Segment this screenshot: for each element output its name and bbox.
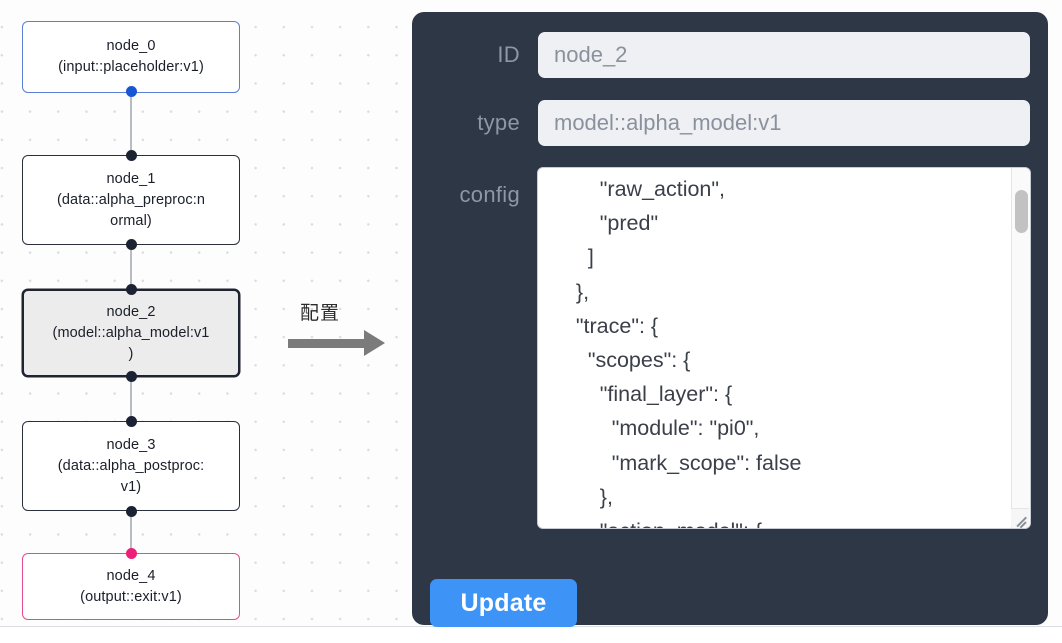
flow-node-subtitle-1: (data::alpha_postproc: — [57, 457, 205, 474]
transition-annotation: 配置 — [288, 298, 398, 360]
flow-node-title: node_3 — [106, 436, 156, 453]
handle-node_0-source[interactable] — [125, 86, 137, 97]
config-textarea[interactable]: "raw_action", "pred" ] }, "trace": { "sc… — [538, 168, 1030, 528]
flow-node-subtitle-2: ) — [128, 345, 134, 362]
handle-node_2-source[interactable] — [125, 371, 137, 382]
flow-node-node_1[interactable]: node_1 (data::alpha_preproc:n ormal) — [22, 155, 240, 245]
flow-node-title: node_4 — [106, 567, 156, 584]
handle-node_2-target[interactable] — [125, 284, 137, 295]
arrow-head-icon — [364, 330, 385, 356]
handle-node_1-source[interactable] — [125, 239, 137, 250]
id-label: ID — [497, 42, 520, 67]
arrow-right-icon — [288, 339, 366, 348]
bottom-strip — [0, 626, 1062, 643]
flow-node-subtitle-2: ormal) — [110, 212, 152, 229]
id-input[interactable] — [538, 32, 1030, 78]
type-label: type — [477, 110, 520, 135]
flow-canvas[interactable]: node_0 (input::placeholder:v1) node_1 (d… — [0, 0, 400, 643]
flow-node-node_3[interactable]: node_3 (data::alpha_postproc: v1) — [22, 421, 240, 511]
config-textarea-wrapper: "raw_action", "pred" ] }, "trace": { "sc… — [538, 168, 1030, 528]
config-field-row: config "raw_action", "pred" ] }, "trace"… — [430, 168, 1030, 528]
flow-node-title: node_1 — [106, 170, 156, 187]
handle-node_3-source[interactable] — [125, 506, 137, 517]
handle-node_4-target[interactable] — [125, 548, 137, 559]
config-scrollbar[interactable] — [1011, 168, 1030, 528]
type-field-row: type — [430, 100, 1030, 146]
config-label: config — [459, 182, 520, 207]
handle-node_3-target[interactable] — [125, 416, 137, 427]
node-config-panel: ID type config "raw_action", "pred" ] },… — [412, 12, 1048, 625]
flow-node-subtitle-1: (data::alpha_preproc:n — [56, 191, 206, 208]
config-scrollbar-thumb[interactable] — [1015, 190, 1028, 233]
type-input[interactable] — [538, 100, 1030, 146]
flow-node-node_4[interactable]: node_4 (output::exit:v1) — [22, 553, 240, 620]
flow-node-subtitle: (input::placeholder:v1) — [58, 59, 204, 75]
flow-node-subtitle: (output::exit:v1) — [80, 588, 182, 605]
flow-node-node_2[interactable]: node_2 (model::alpha_model:v1 ) — [22, 289, 240, 377]
flow-node-title: node_0 — [106, 38, 156, 54]
handle-node_1-target[interactable] — [125, 150, 137, 161]
edge-node2-node3 — [130, 376, 132, 444]
transition-label: 配置 — [300, 302, 341, 324]
edge-node3-node4 — [130, 512, 132, 552]
edge-node1-node2 — [130, 244, 132, 312]
id-field-row: ID — [430, 32, 1030, 78]
edge-node0-node1 — [130, 92, 132, 160]
flow-node-subtitle-2: v1) — [120, 478, 142, 495]
update-button[interactable]: Update — [430, 579, 577, 627]
flow-node-node_0[interactable]: node_0 (input::placeholder:v1) — [22, 21, 240, 93]
flow-node-subtitle-1: (model::alpha_model:v1 — [52, 324, 210, 341]
resize-handle-icon[interactable] — [1011, 508, 1029, 527]
flow-node-title: node_2 — [106, 303, 156, 320]
